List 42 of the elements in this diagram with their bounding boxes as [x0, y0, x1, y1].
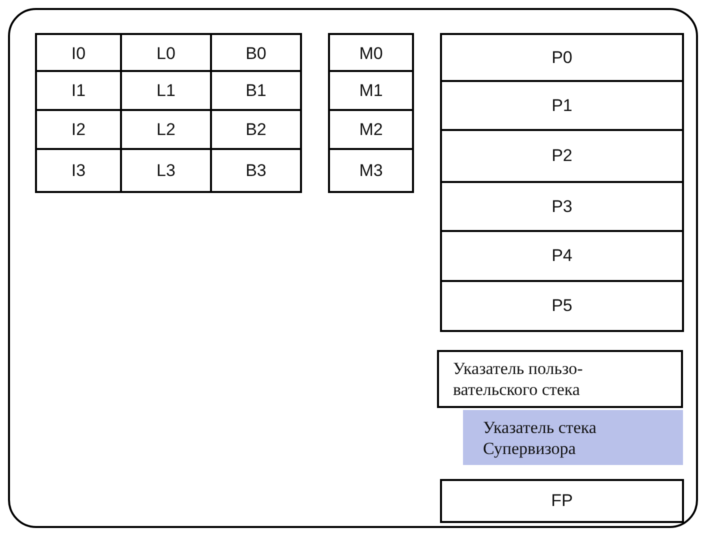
register-name: P2: [552, 146, 572, 166]
register-box: [440, 129, 684, 183]
register-box: [440, 479, 684, 523]
register-name: M1: [359, 80, 383, 100]
register-name: L0: [156, 44, 176, 64]
register-name: Указатель стека Супервизора: [483, 416, 598, 458]
register-name: M2: [359, 120, 383, 140]
register-name: B3: [246, 160, 266, 180]
register-box: [463, 410, 683, 465]
register-name: M3: [359, 160, 383, 180]
register-box: [437, 350, 683, 408]
register-name: Указатель пользо- вательского стека: [453, 358, 584, 400]
register-box: [328, 70, 414, 111]
register-box: [210, 148, 302, 193]
register-name: L2: [156, 120, 176, 140]
register-box: [328, 148, 414, 193]
register-box: [440, 181, 684, 232]
register-box: [210, 70, 302, 111]
register-box: [440, 230, 684, 282]
register-name: P3: [552, 196, 572, 216]
register-name: I3: [71, 160, 86, 180]
register-name: B0: [246, 44, 266, 64]
register-name: P1: [552, 96, 572, 116]
register-name: P4: [552, 246, 572, 266]
register-name: I2: [71, 120, 86, 140]
register-box: [35, 70, 122, 111]
register-name: FP: [551, 491, 573, 511]
frame-box: [8, 8, 698, 528]
register-name: M0: [359, 44, 383, 64]
register-name: L3: [156, 160, 176, 180]
register-name: P0: [552, 48, 572, 68]
register-box: [328, 109, 414, 150]
register-box: [35, 148, 122, 193]
register-name: I1: [71, 80, 86, 100]
register-name: B2: [246, 120, 266, 140]
register-name: L1: [156, 80, 176, 100]
register-box: [440, 280, 684, 332]
register-box: [440, 33, 684, 82]
register-name: P5: [552, 296, 572, 316]
register-name: B1: [246, 80, 266, 100]
register-box: [440, 80, 684, 131]
register-name: I0: [71, 44, 86, 64]
